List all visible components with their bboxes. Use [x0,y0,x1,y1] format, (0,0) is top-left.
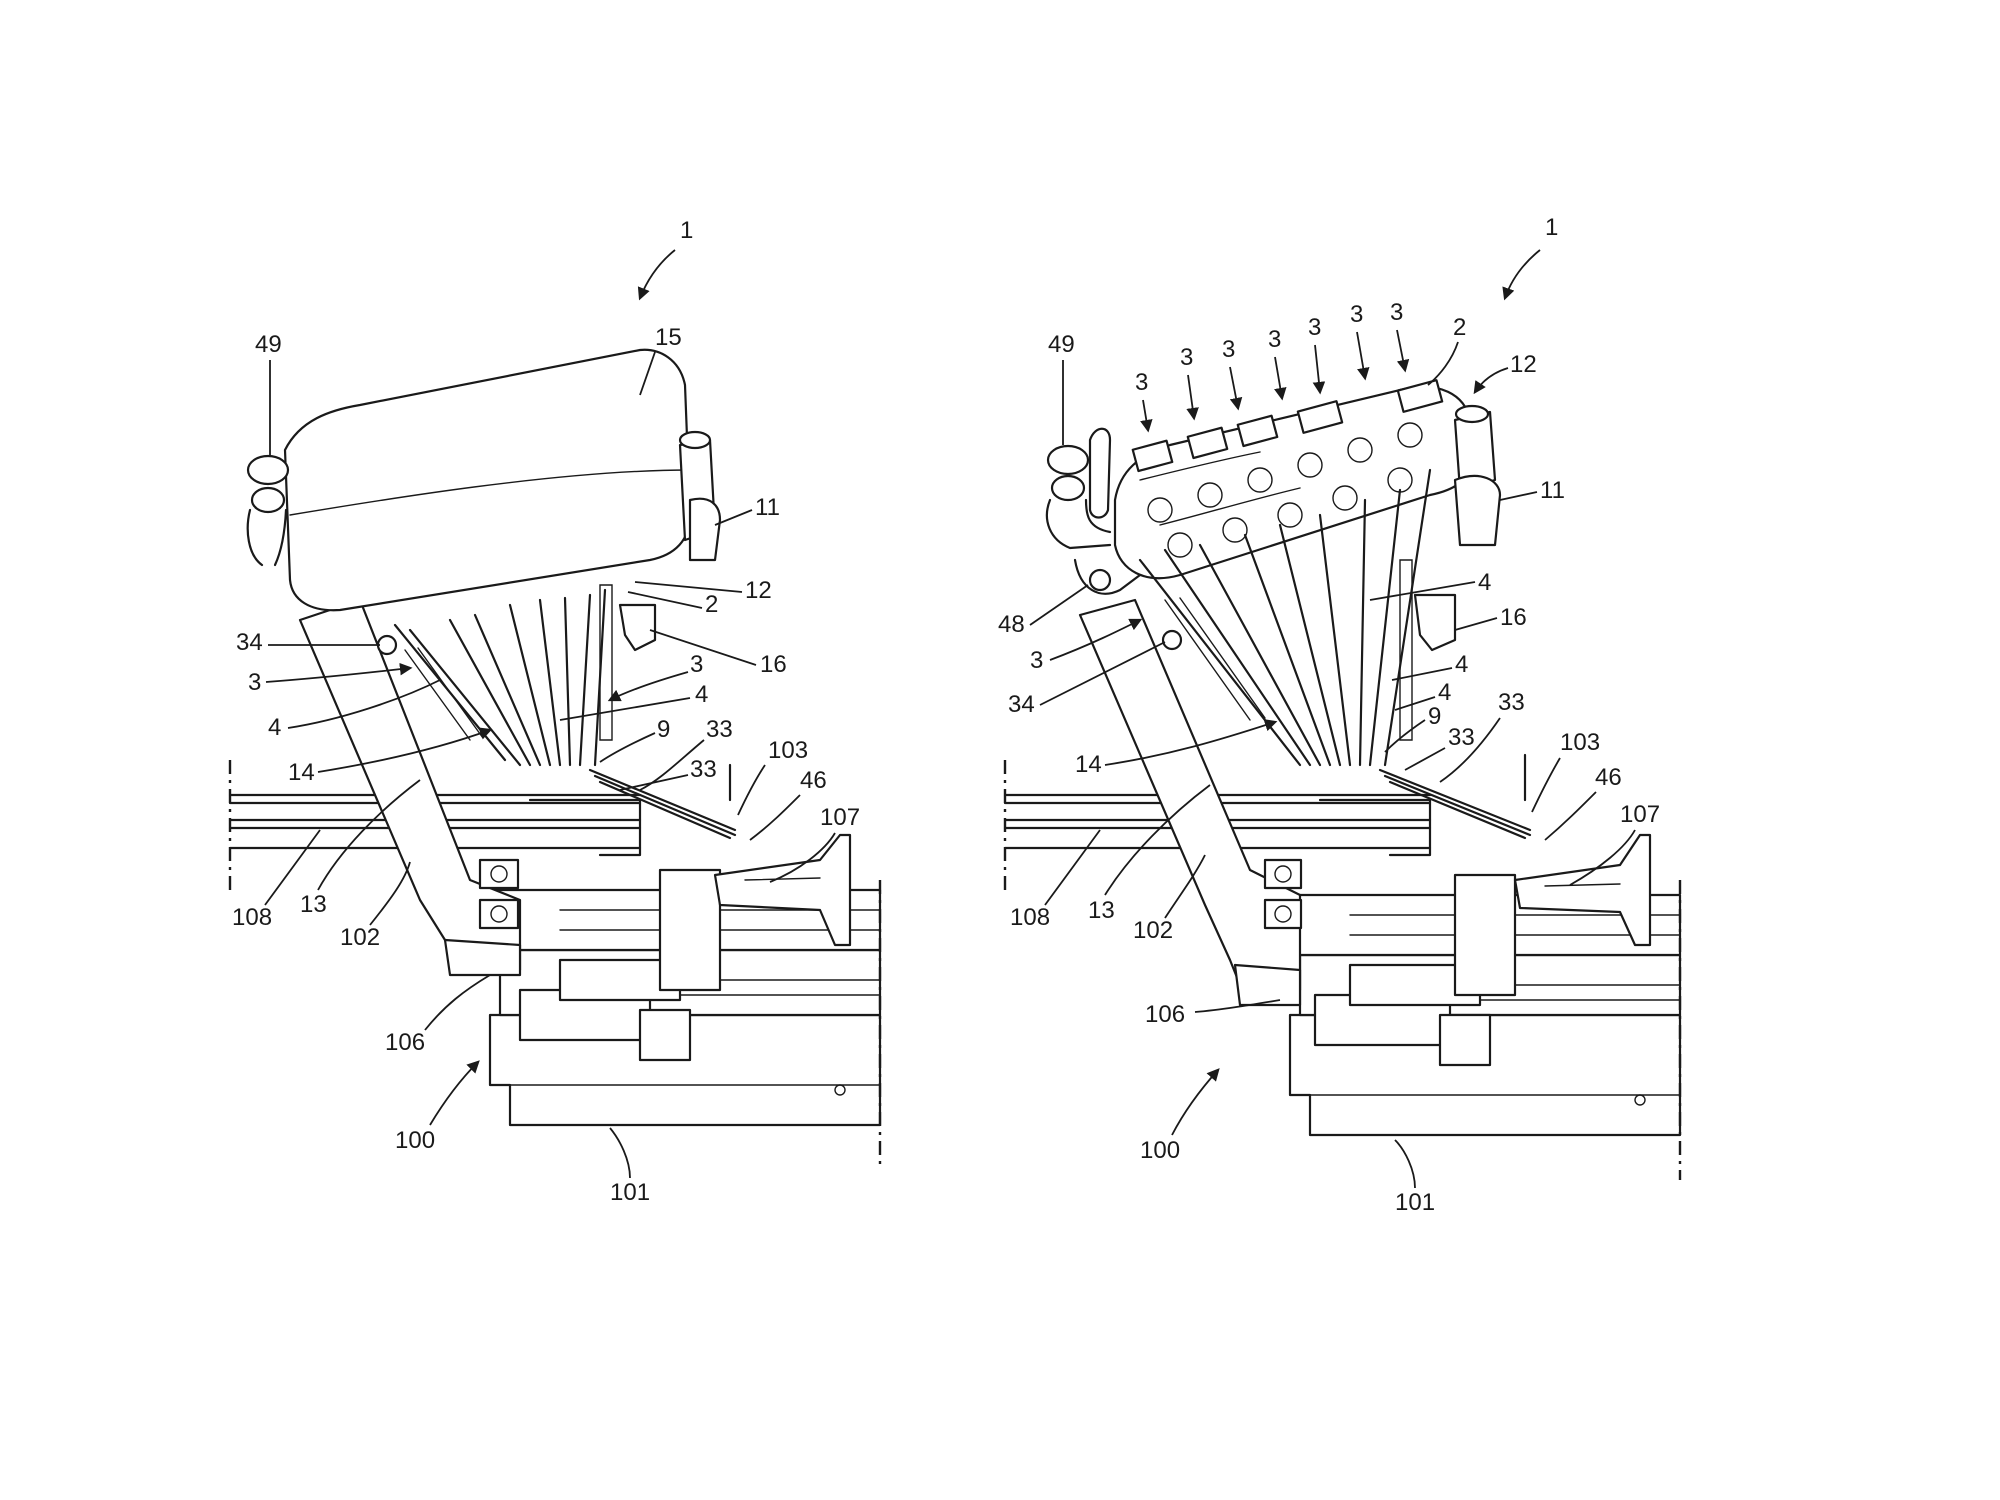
ref-16: 16 [760,651,787,678]
ref-33-left-b: 33 [690,756,717,783]
ref-4-right-a: 4 [1478,569,1491,596]
ref-4-left-b: 4 [695,681,708,708]
ref-3-top-7: 3 [1390,299,1403,326]
ref-33-left-a: 33 [706,716,733,743]
connector-49 [246,454,290,567]
ref-11-right: 11 [1540,477,1565,504]
ref-4-left-a: 4 [268,714,281,741]
cover-15 [283,348,692,612]
ref-34-right: 34 [1008,691,1035,718]
ref-33-right-a: 33 [1498,689,1525,716]
ref-4-right-b: 4 [1455,651,1468,678]
right-figure: 1 49 3 3 3 3 3 3 3 2 12 11 4 48 [998,214,1682,1216]
ref-33-right-b: 33 [1448,724,1475,751]
ref-16-right: 16 [1500,604,1527,631]
motor-11 [678,430,722,562]
ref-3-top-3: 3 [1222,336,1235,363]
ref-14-right: 14 [1075,751,1102,778]
ref-1: 1 [680,217,693,244]
right-reference-labels: 1 49 3 3 3 3 3 3 3 2 12 11 4 48 [998,214,1660,1216]
ref-9-right: 9 [1428,703,1441,730]
ref-13: 13 [300,891,327,918]
needle-array-right [1138,468,1532,840]
ref-2: 2 [705,591,718,618]
ref-3-top-2: 3 [1180,344,1193,371]
support-arm-102-right [1078,598,1303,1007]
ref-34: 34 [236,629,263,656]
connector-49-right [1045,427,1142,595]
left-figure: 1 49 15 11 12 2 16 34 3 3 4 4 9 [228,217,882,1206]
ref-48: 48 [998,611,1025,638]
ref-3-top-5: 3 [1308,314,1321,341]
ref-49: 49 [255,331,282,358]
ref-103: 103 [768,737,808,764]
ref-107-right: 107 [1620,801,1660,828]
support-arm-102 [298,598,522,977]
ref-1-right: 1 [1545,214,1558,241]
ref-14: 14 [288,759,315,786]
ref-3-top-1: 3 [1135,369,1148,396]
ref-49-right: 49 [1048,331,1075,358]
ref-101: 101 [610,1179,650,1206]
ref-46: 46 [800,767,827,794]
ref-12-right: 12 [1510,351,1537,378]
ref-2-right: 2 [1453,314,1466,341]
ref-12: 12 [745,577,772,604]
ref-100: 100 [395,1127,435,1154]
motor-11-right [1453,404,1502,547]
ref-46-right: 46 [1595,764,1622,791]
ref-9: 9 [657,716,670,743]
ref-102-right: 102 [1133,917,1173,944]
base-carriage-101-right [1258,873,1682,1180]
ref-4-right-c: 4 [1438,679,1451,706]
holder-107 [713,833,852,947]
ref-106-right: 106 [1145,1001,1185,1028]
base-carriage-101 [468,868,882,1170]
left-reference-labels: 1 49 15 11 12 2 16 34 3 3 4 4 9 [232,217,860,1206]
head-frame-2 [1113,379,1472,580]
ref-11: 11 [755,494,780,521]
ref-15: 15 [655,324,682,351]
ref-103-right: 103 [1560,729,1600,756]
ref-107: 107 [820,804,860,831]
ref-13-right: 13 [1088,897,1115,924]
ref-3-top-6: 3 [1350,301,1363,328]
ref-100-right: 100 [1140,1137,1180,1164]
ref-108: 108 [232,904,272,931]
ref-3-right-side: 3 [1030,647,1043,674]
ref-3-top-4: 3 [1268,326,1281,353]
ref-102: 102 [340,924,380,951]
holder-107-right [1513,833,1652,947]
ref-106: 106 [385,1029,425,1056]
ref-101-right: 101 [1395,1189,1435,1216]
ref-3-left-b: 3 [690,651,703,678]
ref-108-right: 108 [1010,904,1050,931]
ref-3-left-a: 3 [248,669,261,696]
